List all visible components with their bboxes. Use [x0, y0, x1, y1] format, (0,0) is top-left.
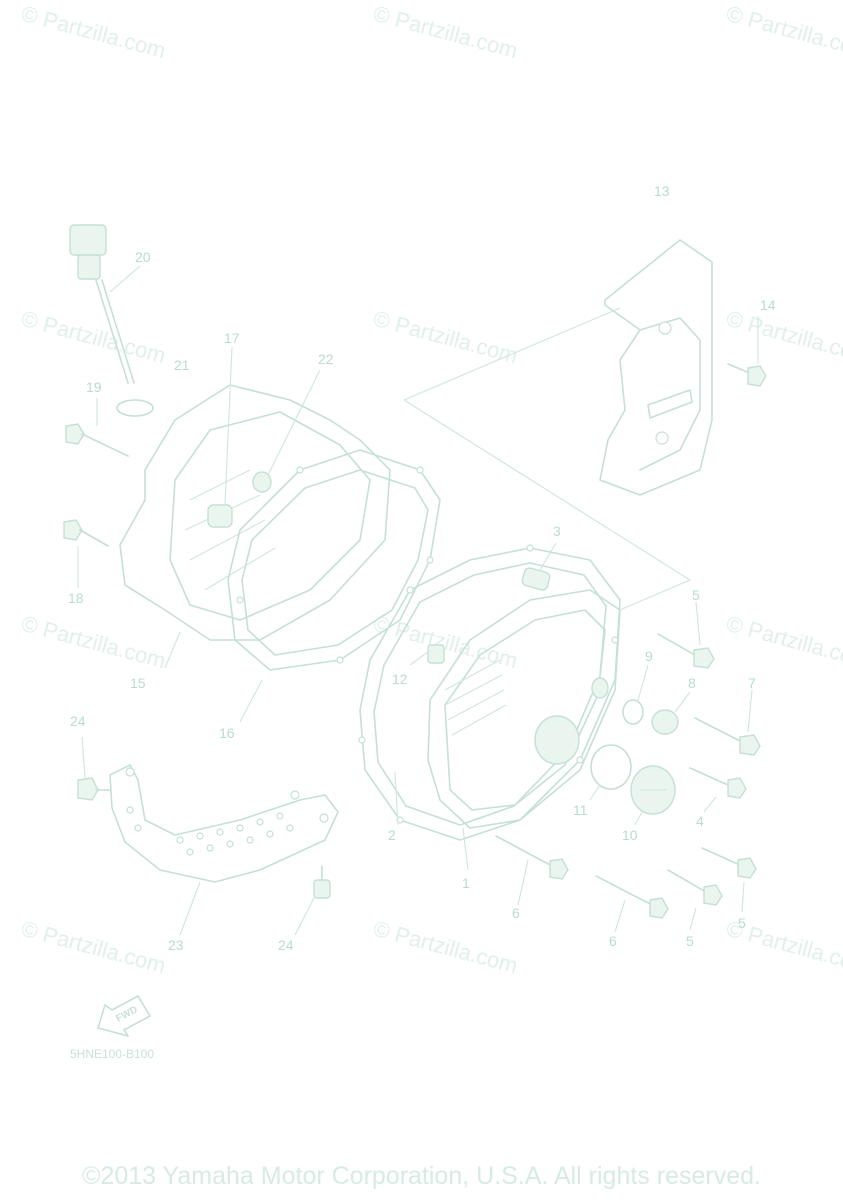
- part-15-left-crankcase-cover: [119, 384, 391, 669]
- part-3-dowel: [521, 542, 557, 591]
- callout-17: 17: [224, 330, 240, 346]
- callout-2: 2: [388, 827, 396, 843]
- part-20-dipstick: [69, 224, 141, 384]
- callout-5a: 5: [692, 587, 700, 603]
- watermark: © Partzilla.com: [19, 306, 169, 369]
- callout-6b: 6: [609, 933, 617, 949]
- callout-4: 4: [696, 813, 704, 829]
- callout-5c: 5: [686, 933, 694, 949]
- part-23-skid-plate: [109, 764, 339, 936]
- copyright-notice: ©2013 Yamaha Motor Corporation, U.S.A. A…: [82, 1162, 761, 1190]
- callout-19: 19: [86, 379, 102, 395]
- watermark: © Partzilla.com: [371, 1, 521, 64]
- callout-24b: 24: [278, 937, 294, 953]
- leader-22: [267, 369, 321, 476]
- callout-11: 11: [573, 802, 588, 818]
- callout-14: 14: [760, 297, 776, 313]
- part-12-dowel: [409, 644, 445, 666]
- diagram-code: 5HNE100-B100: [70, 1047, 154, 1061]
- callout-16: 16: [219, 725, 235, 741]
- part-16-gasket: [227, 449, 441, 723]
- part-19-bolt: [65, 398, 129, 457]
- part-14-bolt: [727, 316, 767, 387]
- watermark: © Partzilla.com: [371, 916, 521, 979]
- callout-23: 23: [168, 937, 184, 953]
- watermark: © Partzilla.com: [724, 306, 843, 369]
- part-11-o-ring: [590, 744, 632, 790]
- callout-1: 1: [462, 875, 470, 891]
- watermark: © Partzilla.com: [19, 611, 169, 674]
- callout-15: 15: [130, 675, 146, 691]
- callout-12: 12: [392, 671, 408, 687]
- part-1-right-crankcase-cover: [427, 589, 621, 871]
- watermark: © Partzilla.com: [724, 1, 843, 64]
- callout-5b: 5: [738, 915, 746, 931]
- callout-20: 20: [135, 249, 151, 265]
- callout-18: 18: [68, 590, 84, 606]
- callout-10: 10: [622, 827, 638, 843]
- part-24-bolts: [77, 736, 331, 936]
- watermark: © Partzilla.com: [19, 916, 169, 979]
- callout-8: 8: [688, 675, 696, 691]
- leader-17: [224, 346, 233, 506]
- part-2-gasket: [358, 544, 621, 841]
- callout-13: 13: [654, 183, 670, 199]
- watermark: © Partzilla.com: [19, 1, 169, 64]
- callout-6a: 6: [512, 905, 520, 921]
- callout-24a: 24: [70, 713, 86, 729]
- callout-21: 21: [174, 357, 190, 373]
- watermark: © Partzilla.com: [371, 306, 521, 369]
- callout-labels: 13 14 20 17 22 21 19 18 15 16 3 12 5 9 8…: [68, 183, 776, 953]
- part-9-o-ring: [622, 699, 644, 725]
- callout-7: 7: [748, 675, 756, 691]
- part-18-bolt: [63, 519, 109, 588]
- bolts-right-side: [495, 601, 761, 933]
- watermark-layer: © Partzilla.com © Partzilla.com © Partzi…: [19, 1, 843, 979]
- forward-direction-arrow: FWD: [97, 995, 151, 1037]
- part-10-cap: [630, 765, 676, 826]
- part-13-upper-cover: [403, 239, 713, 611]
- watermark: © Partzilla.com: [724, 611, 843, 674]
- part-21-o-ring: [116, 399, 154, 417]
- callout-3: 3: [553, 523, 561, 539]
- callout-22: 22: [318, 351, 334, 367]
- part-8-plug: [651, 691, 691, 735]
- callout-9: 9: [645, 648, 653, 664]
